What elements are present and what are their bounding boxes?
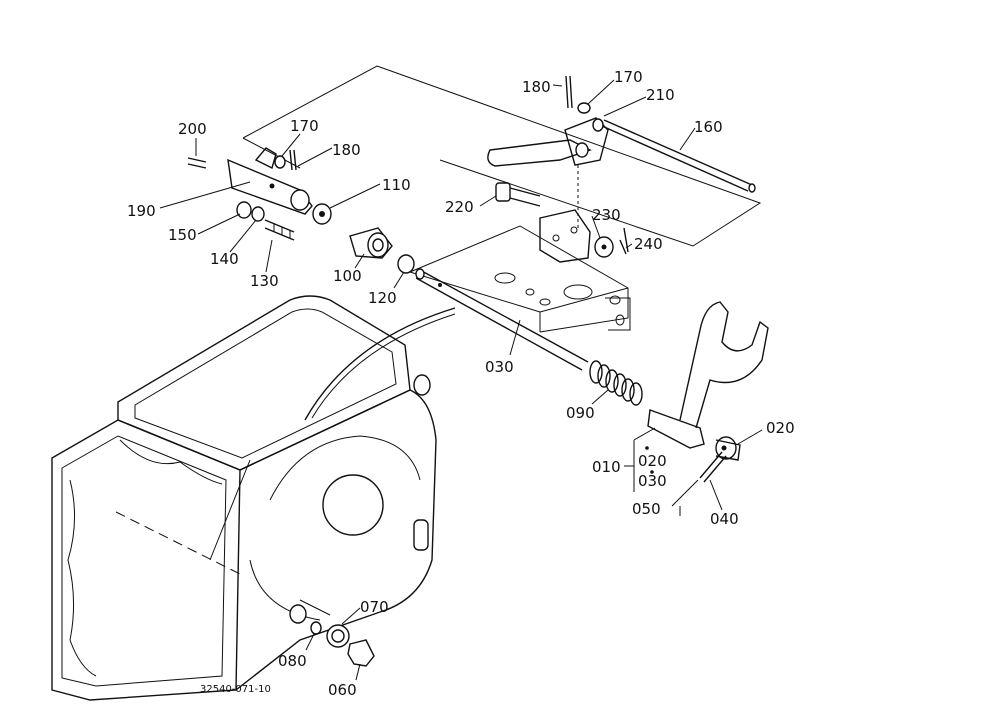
label-240: 240 <box>634 235 663 253</box>
bracket-230 <box>539 209 629 263</box>
assembly-boundary <box>242 65 762 247</box>
label-130: 130 <box>250 272 279 290</box>
label-020-right: 020 <box>766 419 795 437</box>
label-110: 110 <box>382 176 411 194</box>
drain-plug-assembly <box>289 604 375 667</box>
label-070: 070 <box>360 598 389 616</box>
bolt-220 <box>495 182 541 207</box>
label-040: 040 <box>710 510 739 528</box>
label-210: 210 <box>646 86 675 104</box>
shift-bracket <box>409 225 631 333</box>
label-150: 150 <box>168 226 197 244</box>
transmission-case <box>51 295 456 701</box>
label-160: 160 <box>694 118 723 136</box>
label-010: 010 <box>592 458 621 476</box>
label-020-group: 020 <box>638 452 667 470</box>
label-050: 050 <box>632 500 661 518</box>
label-230: 230 <box>592 206 621 224</box>
pin-180-top <box>565 75 591 114</box>
drawing-number: 32540-071-10 <box>200 684 271 695</box>
arm-190 <box>227 147 332 225</box>
washer-170-left <box>274 155 286 169</box>
washer-150-140 <box>236 201 265 222</box>
bushing-100 <box>349 227 393 259</box>
label-090: 090 <box>566 404 595 422</box>
label-060: 060 <box>328 681 357 699</box>
label-190: 190 <box>127 202 156 220</box>
label-180-top: 180 <box>522 78 551 96</box>
pin-200 <box>187 157 207 169</box>
shift-rod <box>415 268 589 371</box>
spring-090 <box>589 360 643 406</box>
label-030-group: 030 <box>638 472 667 490</box>
label-120: 120 <box>368 289 397 307</box>
part-labels: 180 170 210 160 200 170 180 190 110 150 … <box>127 68 795 699</box>
leader-lines <box>159 79 763 681</box>
label-030-rod: 030 <box>485 358 514 376</box>
oring-120 <box>397 254 415 274</box>
label-170-top: 170 <box>614 68 643 86</box>
shift-arm-160 <box>487 117 756 228</box>
label-140: 140 <box>210 250 239 268</box>
label-170-left: 170 <box>290 117 319 135</box>
bolt-130 <box>264 219 295 241</box>
pin-040 <box>699 451 727 483</box>
label-200: 200 <box>178 120 207 138</box>
label-180-left: 180 <box>332 141 361 159</box>
label-220: 220 <box>445 198 474 216</box>
shift-fork-010 <box>647 301 769 461</box>
pin-180-left <box>289 149 297 171</box>
label-100: 100 <box>333 267 362 285</box>
label-080: 080 <box>278 652 307 670</box>
